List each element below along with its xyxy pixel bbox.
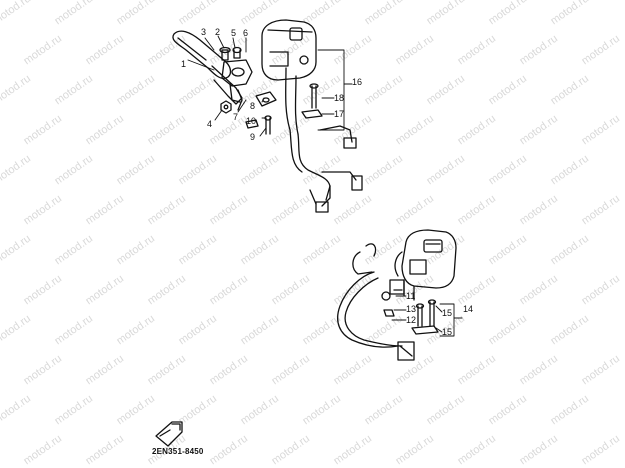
callout-9: 9 [250,132,256,142]
callout-7: 7 [233,112,239,122]
callout-2: 2 [215,27,221,37]
spring-part [237,89,243,111]
callout-3: 3 [201,27,207,37]
lever-holder [221,59,253,103]
callout-12: 12 [406,315,417,325]
left-handlebar-switch [261,19,317,135]
callout-1: 1 [181,59,187,69]
lower-screws [381,291,439,335]
callout-13: 13 [406,304,417,314]
diagram-code: 2EN351-8450 [152,447,204,456]
callout-10: 10 [246,116,257,126]
lower-wiring-harness [337,243,415,361]
callout-14: 14 [463,304,474,314]
pivot-bolt [219,46,231,61]
upper-wiring-harness [289,125,363,213]
callout-18: 18 [334,93,345,103]
callout-8: 8 [250,101,256,111]
lever-nut [220,100,232,114]
callout-5: 5 [231,28,237,38]
leader-lines [187,35,463,337]
callout-6: 6 [243,28,249,38]
lever-bracket [245,91,277,135]
switch-screws [301,83,323,119]
callout-15-lower: 15 [442,327,453,337]
clutch-lever [172,30,243,105]
callout-16: 16 [352,77,363,87]
callout-17: 17 [334,109,345,119]
lever-screw [232,46,242,59]
front-arrow-icon [155,421,183,447]
callout-11: 11 [406,291,416,301]
callout-15-upper: 15 [442,308,453,318]
callout-4: 4 [207,119,213,129]
